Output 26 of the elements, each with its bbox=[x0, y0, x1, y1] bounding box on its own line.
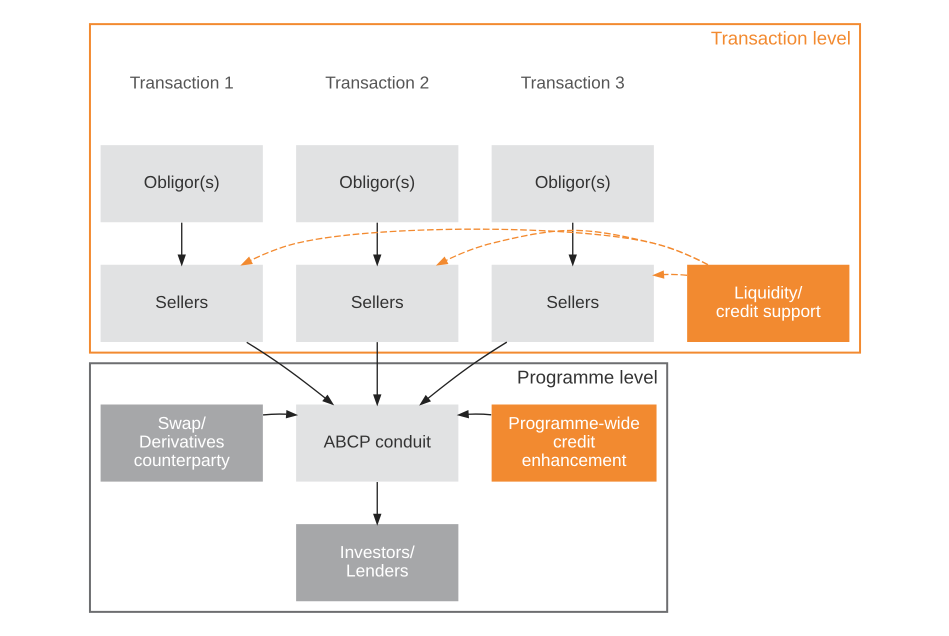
arrow bbox=[177, 222, 186, 266]
arrow bbox=[262, 410, 298, 418]
arrow bbox=[456, 410, 491, 418]
node-box: Sellers bbox=[296, 264, 458, 342]
arrow bbox=[435, 230, 708, 266]
node-box: Investors/ Lenders bbox=[296, 524, 458, 602]
label: Transaction 2 bbox=[324, 72, 429, 92]
node-box: Sellers bbox=[100, 264, 262, 342]
node-box: Programme-wide credit enhancement bbox=[491, 404, 656, 482]
arrow bbox=[372, 482, 381, 526]
node-box: ABCP conduit bbox=[296, 404, 458, 482]
arrow bbox=[372, 222, 381, 266]
arrow bbox=[652, 270, 687, 279]
node-box: Sellers bbox=[491, 264, 654, 342]
node-box: Obligor(s) bbox=[491, 145, 654, 222]
arrow bbox=[246, 342, 334, 406]
arrow bbox=[372, 342, 381, 406]
node-box: Obligor(s) bbox=[296, 145, 458, 222]
label: Transaction 1 bbox=[129, 72, 234, 92]
node-box: Obligor(s) bbox=[100, 145, 262, 222]
node-box: Liquidity/ credit support bbox=[686, 264, 849, 342]
arrow bbox=[418, 342, 507, 406]
arrow bbox=[568, 222, 576, 266]
node-box: Swap/ Derivatives counterparty bbox=[100, 404, 262, 482]
arrow bbox=[240, 228, 708, 266]
label: Transaction 3 bbox=[520, 72, 624, 92]
